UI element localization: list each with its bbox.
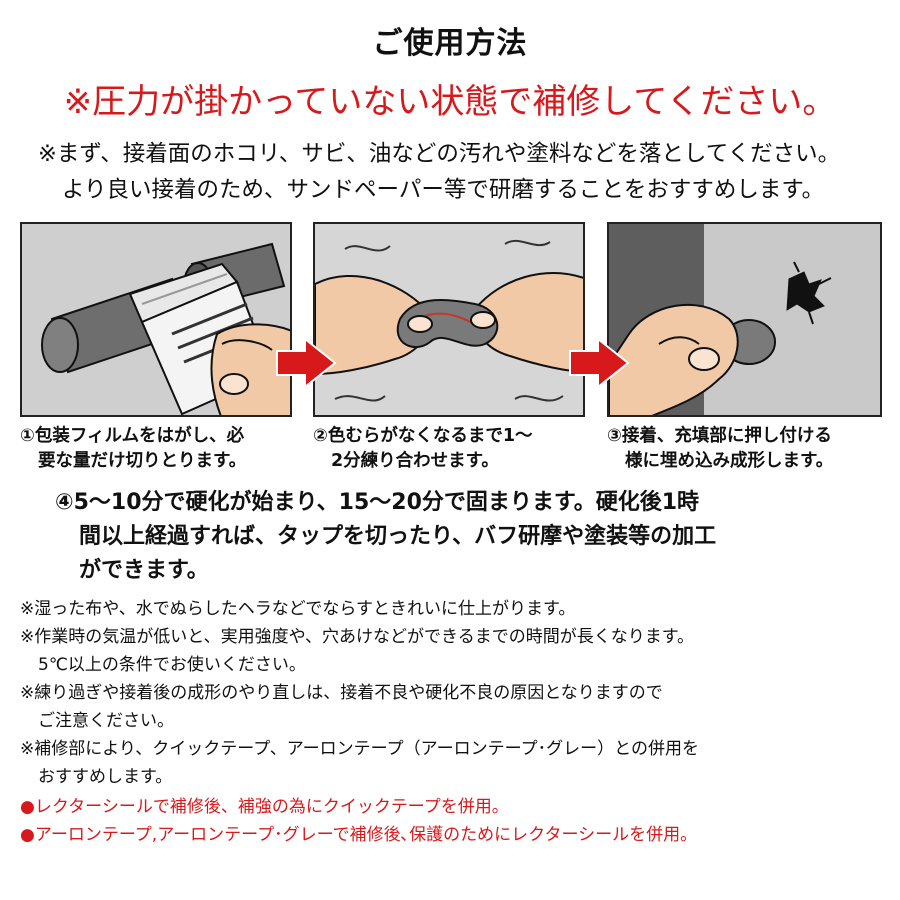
step4-line3: ができます。 xyxy=(79,558,209,583)
step2-line1: ②色むらがなくなるまで1～ xyxy=(313,426,533,446)
page-title: ご使用方法 xyxy=(372,26,528,61)
step3-line2: 様に埋め込み成形します。 xyxy=(625,451,834,471)
kneading-illustration xyxy=(315,224,583,415)
arrow-right-icon xyxy=(276,337,337,389)
note-1: ※湿った布や、水でぬらしたヘラなどでならすときれいに仕上がります。 xyxy=(20,599,576,619)
arrow-right-icon xyxy=(569,337,630,389)
step1-line2: 要な量だけ切りとります。 xyxy=(38,451,247,471)
step4-line1: ④5～10分で硬化が始まり、15～20分で固まります。硬化後1時 xyxy=(55,490,700,515)
step3-caption: ③接着、充填部に押し付ける 様に埋め込み成形します。 xyxy=(607,424,833,474)
red-note-1: ●レクターシールで補修後、補強の為にクイックテープを併用。 xyxy=(20,797,509,817)
note-2-cont: 5℃以上の条件でお使いください。 xyxy=(38,655,306,675)
step1-illustration xyxy=(20,222,292,417)
step1-caption: ①包装フィルムをはがし、必 要な量だけ切りとります。 xyxy=(20,424,246,474)
pressure-warning: ※圧力が掛かっていない状態で補修してください。 xyxy=(63,82,837,122)
step2-illustration xyxy=(313,222,585,417)
intro-line-1: ※まず、接着面のホコリ、サビ、油などの汚れや塗料などを落としてください。 xyxy=(38,141,841,167)
pressing-illustration xyxy=(609,224,880,415)
step2-caption: ②色むらがなくなるまで1～ 2分練り合わせます。 xyxy=(313,424,533,474)
step4-text: ④5～10分で硬化が始まり、15～20分で固まります。硬化後1時 間以上経過すれ… xyxy=(55,486,716,588)
red-note-2: ●アーロンテープ,アーロンテープ･グレーで補修後､保護のためにレクターシールを併… xyxy=(20,825,698,845)
intro-line-2: より良い接着のため、サンドペーパー等で研磨することをおすすめします。 xyxy=(62,177,825,203)
cutter-illustration xyxy=(22,224,290,415)
note-4-cont: おすすめします。 xyxy=(38,767,173,787)
step4-line2: 間以上経過すれば、タップを切ったり、バフ研摩や塗装等の加工 xyxy=(79,524,717,549)
note-2: ※作業時の気温が低いと、実用強度や、穴あけなどができるまでの時間が長くなります。 xyxy=(20,627,695,647)
step3-illustration xyxy=(607,222,882,417)
step3-line1: ③接着、充填部に押し付ける xyxy=(607,426,832,446)
note-4: ※補修部により、クイックテープ、アーロンテープ（アーロンテープ･グレー）との併用… xyxy=(20,739,699,759)
note-3: ※練り過ぎや接着後の成形のやり直しは、接着不良や硬化不良の原因となりますので xyxy=(20,683,663,703)
step2-line2: 2分練り合わせます。 xyxy=(331,451,499,471)
step1-line1: ①包装フィルムをはがし、必 xyxy=(20,426,245,446)
note-3-cont: ご注意ください。 xyxy=(38,711,174,731)
